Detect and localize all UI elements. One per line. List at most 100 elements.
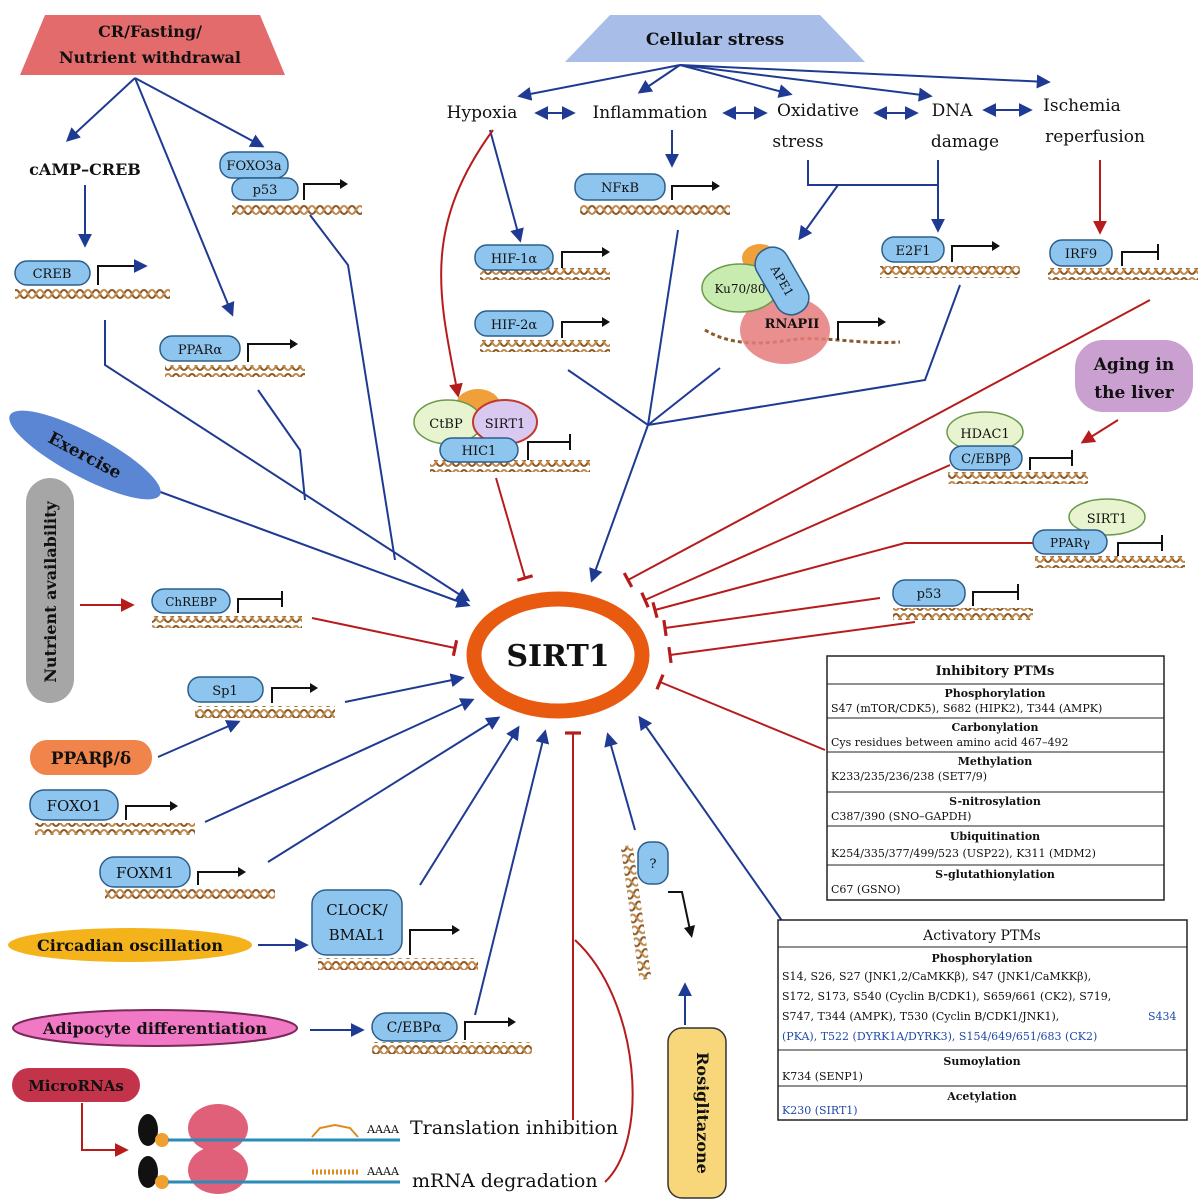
inh-sglut-line: C67 (GSNO) — [831, 883, 900, 896]
nutrient-availability-trigger: Nutrient availability — [26, 478, 74, 703]
cebpa-node: C/EBPα — [371, 1012, 532, 1054]
aaaa-label-1: AAAA — [366, 1123, 400, 1136]
hypoxia-label: Hypoxia — [447, 103, 518, 123]
chrebp-node: ChREBP — [151, 588, 302, 628]
sirt1-pparg-label: SIRT1 — [1087, 512, 1128, 527]
ischemia-line2: reperfusion — [1045, 127, 1145, 147]
dna-damage-line2: damage — [931, 132, 999, 152]
adipocyte-trigger: Adipocyte differentiation — [12, 1009, 298, 1047]
act-phos-line2: S172, S173, S540 (Cyclin B/CDK1), S659/6… — [782, 990, 1111, 1003]
act-sumo-name: Sumoylation — [943, 1055, 1020, 1068]
creb-node: CREB — [14, 259, 170, 300]
circadian-trigger: Circadian oscillation — [8, 928, 252, 962]
dna-damage-line1: DNA — [932, 101, 974, 121]
micrornas-label: MicroRNAs — [28, 1077, 124, 1095]
act-phos-blue-tail: S434 — [1148, 1010, 1177, 1023]
inh-ubiq-line: K254/335/377/499/523 (USP22), K311 (MDM2… — [831, 847, 1096, 860]
pparg-label: PPARγ — [1050, 536, 1090, 550]
ape1-complex-node: Ku70/80 APE1 RNAPII — [701, 244, 901, 364]
cebpb-node: HDAC1 C/EBPβ — [946, 411, 1088, 484]
cr-fasting-line1: CR/Fasting/ — [98, 22, 202, 41]
microrna-mechanisms: AAAA Translation inhibition AAAA mRNA de… — [138, 1104, 618, 1194]
hif2a-node: HIF-2α — [474, 310, 610, 352]
ppar-bd-label: PPARβ/δ — [51, 749, 131, 769]
act-phos-line3: S747, T344 (AMPK), T530 (Cyclin B/CDK1/J… — [782, 1010, 1059, 1023]
hic1-complex-node: CtBP SIRT1 HIC1 — [413, 389, 590, 472]
foxo3a-label: FOXO3a — [226, 159, 281, 174]
activation-arrows — [65, 64, 1051, 1037]
stress-types: Hypoxia Inflammation Oxidative stress DN… — [447, 96, 1145, 152]
inhibition-arrows — [80, 129, 1151, 1183]
unknown-label: ? — [650, 857, 657, 872]
nutrient-availability-label: Nutrient availability — [41, 501, 60, 683]
cr-fasting-line2: Nutrient withdrawal — [59, 48, 241, 67]
circadian-label: Circadian oscillation — [37, 936, 223, 955]
act-phos-name: Phosphorylation — [932, 952, 1033, 965]
hif1a-label: HIF-1α — [491, 252, 538, 267]
cebpb-label: C/EBPβ — [961, 452, 1011, 467]
foxm1-node: FOXM1 — [99, 856, 275, 899]
inh-carb-line: Cys residues between amino acid 467–492 — [831, 736, 1068, 749]
ppar-bd-trigger: PPARβ/δ — [30, 740, 152, 775]
hdac1-label: HDAC1 — [960, 427, 1009, 442]
p53-right-node: p53 — [892, 579, 1033, 620]
act-phos-line1: S14, S26, S27 (JNK1,2/CaMKKβ), S47 (JNK1… — [782, 970, 1091, 983]
mrna-degradation-label: mRNA degradation — [412, 1170, 598, 1192]
act-acet-name: Acetylation — [946, 1090, 1017, 1103]
ppara-node: PPARα — [159, 335, 305, 377]
aging-liver-trigger: Aging in the liver — [1075, 340, 1193, 412]
nfkb-node: NFκB — [574, 173, 730, 215]
inh-phos-line: S47 (mTOR/CDK5), S682 (HIPK2), T344 (AMP… — [831, 702, 1102, 715]
cellular-stress-trigger: Cellular stress — [565, 15, 865, 62]
sp1-label: Sp1 — [212, 684, 238, 699]
inh-ubiq-name: Ubiquitination — [950, 830, 1040, 843]
ku7080-label: Ku70/80 — [714, 282, 765, 296]
factors: cAMP–CREB CREB FOXO3a p53 PPARα — [14, 151, 1198, 1054]
foxo1-node: FOXO1 — [29, 789, 195, 835]
nfkb-label: NFκB — [601, 181, 639, 196]
mrna-degradation: AAAA mRNA degradation — [138, 1146, 598, 1194]
inhibitory-ptms-title: Inhibitory PTMs — [936, 664, 1055, 679]
rnapii-label: RNAPII — [765, 317, 820, 332]
activatory-ptms-table: Activatory PTMs Phosphorylation S14, S26… — [777, 919, 1188, 1121]
sirt1-small-label: SIRT1 — [485, 417, 526, 432]
foxm1-label: FOXM1 — [116, 864, 174, 882]
aging-liver-line1: Aging in — [1093, 355, 1175, 375]
ischemia-line1: Ischemia — [1043, 96, 1121, 116]
adipocyte-label: Adipocyte differentiation — [42, 1019, 268, 1038]
exercise-trigger: Exercise — [9, 410, 161, 500]
ctbp-label: CtBP — [429, 417, 463, 432]
hif2a-label: HIF-2α — [491, 318, 538, 333]
foxo3a-p53-node: FOXO3a p53 — [219, 151, 362, 216]
e2f1-label: E2F1 — [895, 244, 930, 259]
camp-creb-label: cAMP–CREB — [29, 160, 141, 179]
inh-snitro-line: C387/390 (SNO–GAPDH) — [831, 810, 971, 823]
aging-liver-line2: the liver — [1094, 383, 1175, 403]
inh-carb-name: Carbonylation — [952, 721, 1039, 734]
sirt1-label: SIRT1 — [506, 639, 609, 674]
act-sumo-line: K734 (SENP1) — [782, 1070, 863, 1083]
p53-right-label: p53 — [917, 587, 942, 602]
sirt1-center: SIRT1 — [466, 591, 650, 719]
chrebp-label: ChREBP — [165, 595, 217, 609]
inflammation-label: Inflammation — [593, 103, 708, 123]
rosiglitazone-trigger: Rosiglitazone — [667, 1027, 727, 1199]
clock-bmal1-node: CLOCK/ BMAL1 — [311, 889, 478, 970]
inh-snitro-name: S-nitrosylation — [949, 795, 1041, 808]
activatory-ptms-title: Activatory PTMs — [922, 928, 1041, 944]
inh-phos-name: Phosphorylation — [945, 687, 1046, 700]
ppara-label: PPARα — [178, 343, 222, 358]
cebpa-label: C/EBPα — [387, 1020, 442, 1036]
inh-sglut-name: S-glutathionylation — [935, 868, 1055, 881]
oxidative-line1: Oxidative — [777, 101, 859, 121]
creb-label: CREB — [33, 267, 72, 282]
rosiglitazone-label: Rosiglitazone — [693, 1052, 712, 1174]
inh-meth-name: Methylation — [958, 755, 1033, 768]
micrornas-trigger: MicroRNAs — [12, 1068, 140, 1102]
sp1-node: Sp1 — [187, 676, 335, 718]
cellular-stress-label: Cellular stress — [646, 30, 784, 50]
hif1a-node: HIF-1α — [474, 244, 610, 280]
hic1-label: HIC1 — [462, 444, 497, 459]
pparg-node: SIRT1 PPARγ — [1032, 498, 1185, 568]
